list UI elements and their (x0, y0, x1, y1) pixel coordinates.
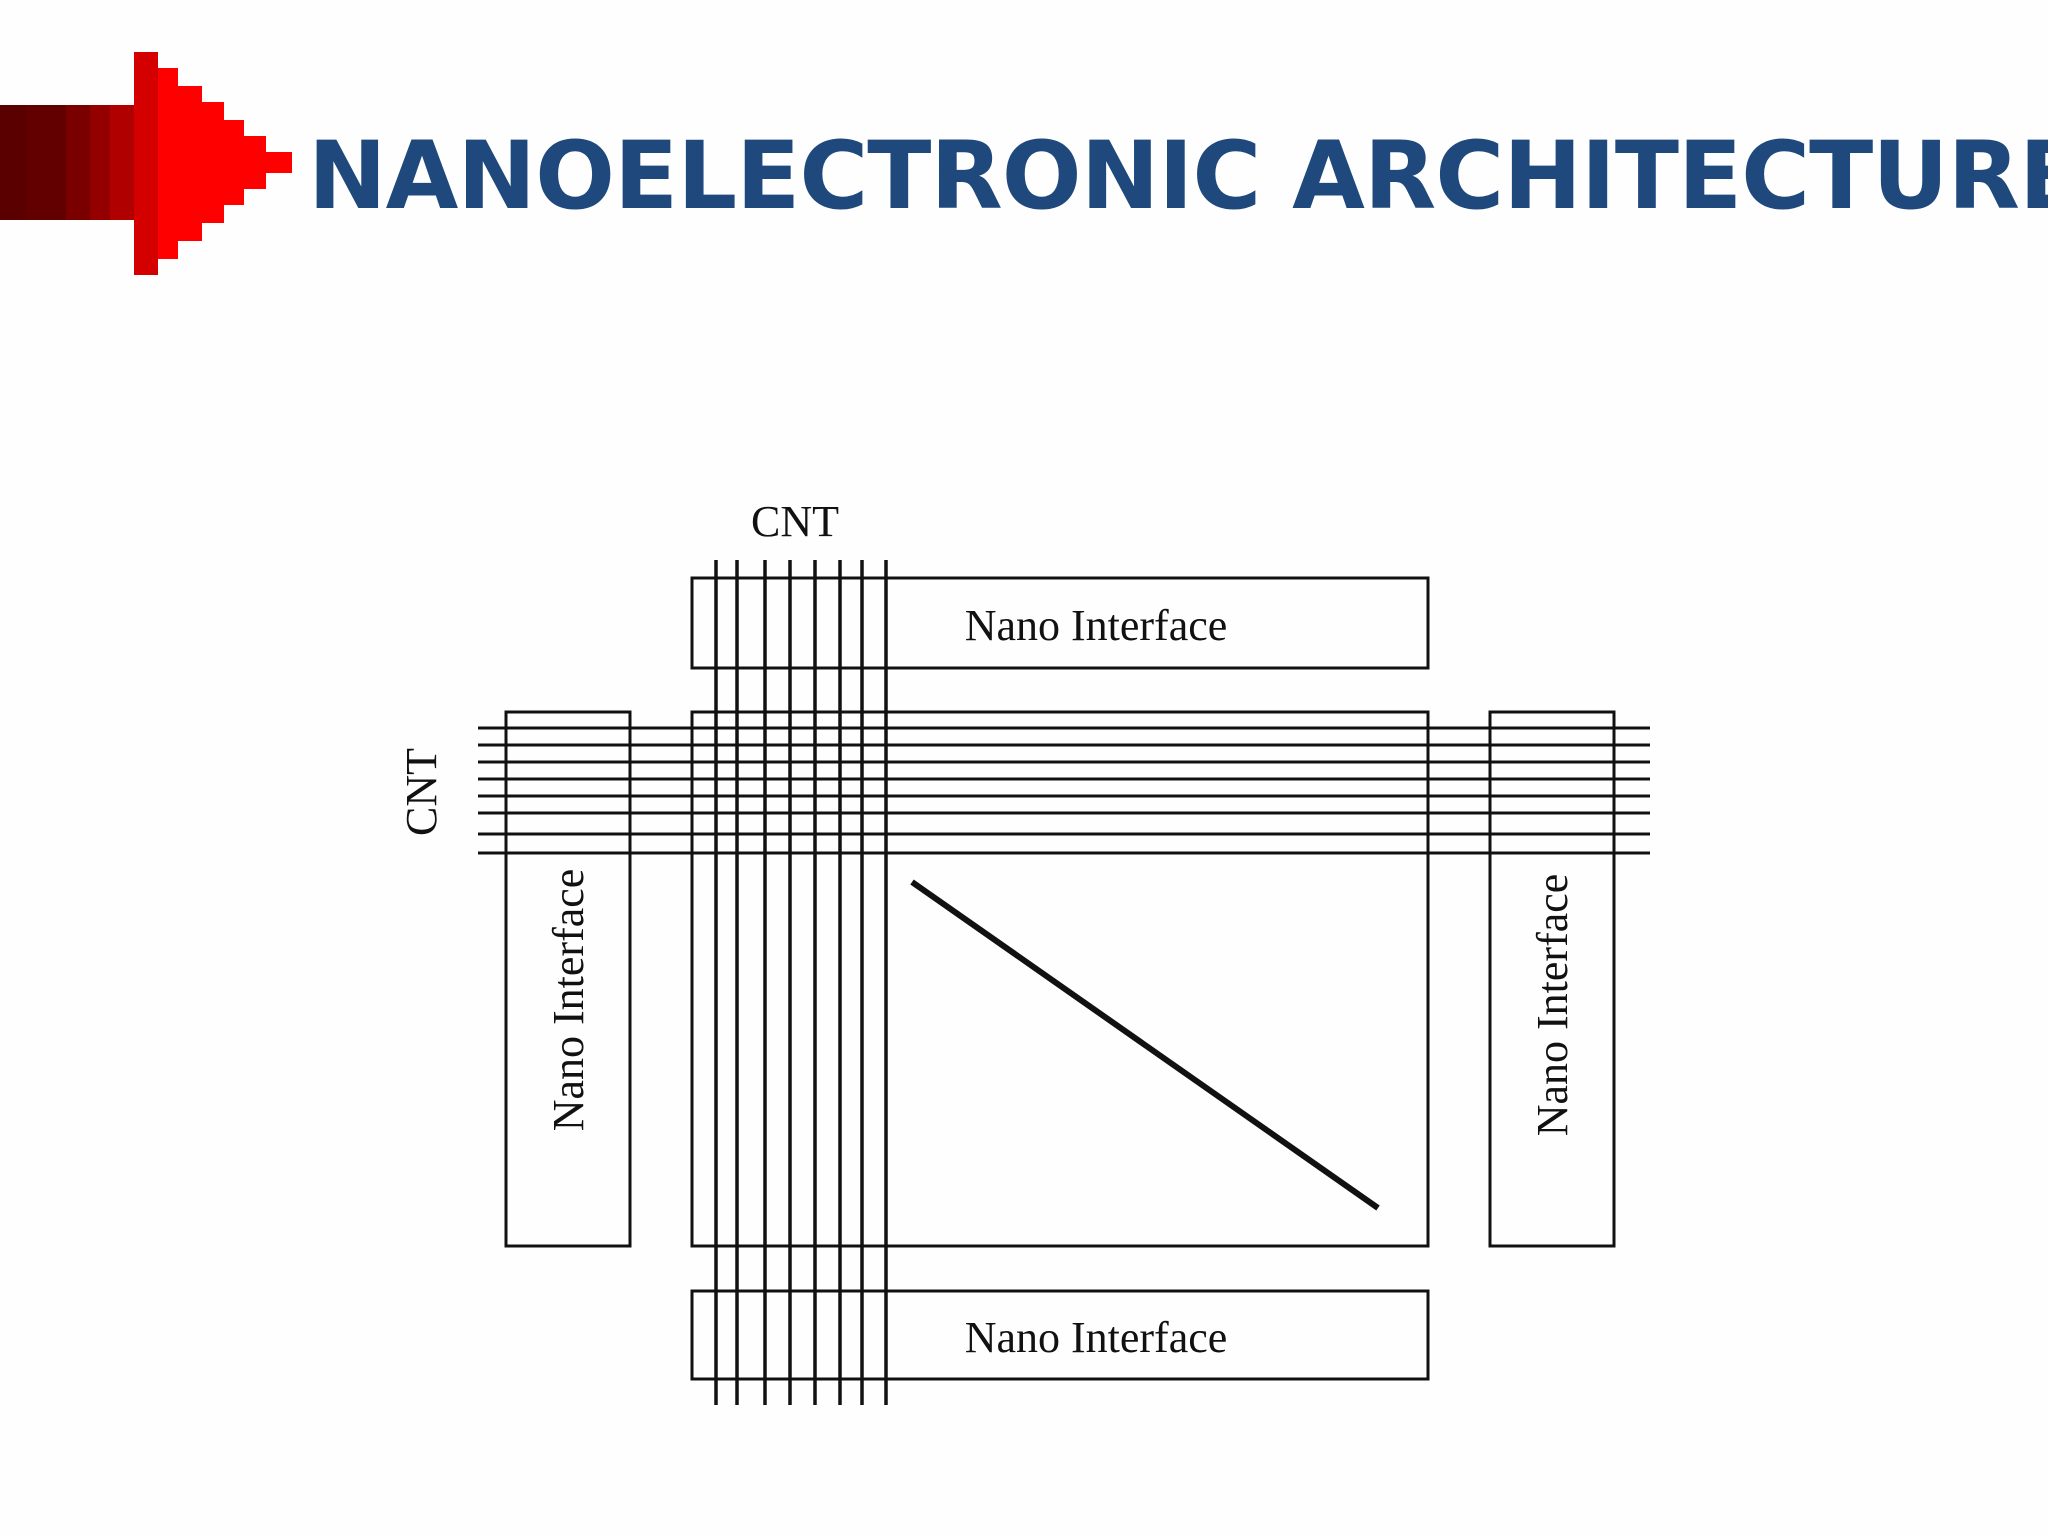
nano-interface-left-label: Nano Interface (544, 869, 593, 1132)
slide-title: NANOELECTRONIC ARCHITECTURE (308, 122, 2048, 231)
nano-interface-top-label: Nano Interface (965, 601, 1228, 650)
crossbar-array-box (690, 710, 1430, 1248)
nano-interface-bottom-label: Nano Interface (965, 1313, 1228, 1362)
red-arrow-graphic (0, 52, 292, 275)
nano-interface-left-box (504, 710, 632, 1248)
cnt-left-label: CNT (397, 748, 446, 836)
red-arrow-icon (0, 50, 300, 280)
nano-interface-top-box (690, 576, 1430, 670)
horizontal-cnt-lines (478, 726, 1650, 855)
nano-interface-right-box (1488, 710, 1616, 1248)
nano-interface-right-label: Nano Interface (1528, 874, 1577, 1137)
vertical-cnt-lines (714, 560, 888, 1405)
diagonal-crossbar-line (910, 879, 1380, 1211)
nano-interface-bottom-box (690, 1289, 1430, 1381)
cnt-top-label: CNT (751, 497, 839, 546)
